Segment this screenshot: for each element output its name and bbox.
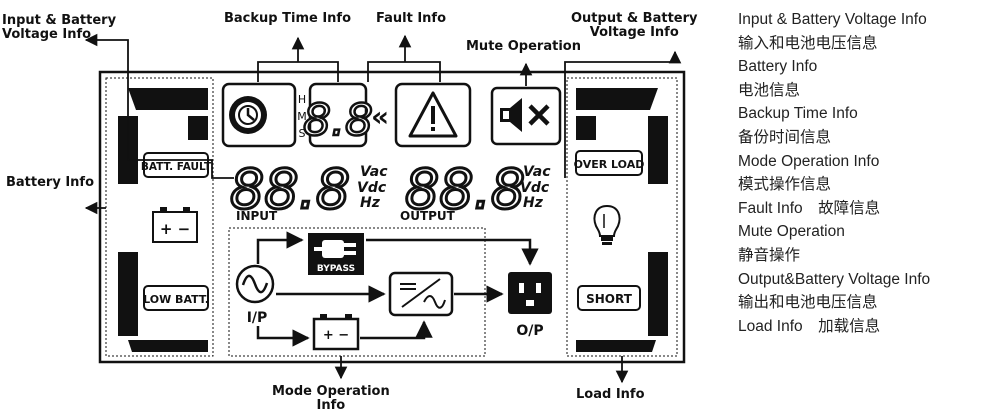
mute-box (490, 86, 562, 146)
load-segment (576, 340, 656, 352)
over-load-box (575, 150, 643, 176)
short-box (577, 285, 641, 311)
callout-line: Voltage Info (2, 27, 92, 42)
fault-box (394, 82, 472, 148)
plug-icon (314, 240, 356, 258)
callout-fault: Fault Info (376, 11, 447, 26)
callout-input-battery-voltage: Input & Battery Voltage Info (2, 14, 116, 42)
outlet-box (508, 272, 552, 314)
load-segment (576, 88, 658, 110)
legend-list: Input & Battery Voltage Info 输入和电池电压信息 B… (738, 8, 983, 338)
unit-seconds: S (299, 127, 306, 140)
left-dotted-region (105, 77, 214, 357)
battery-icon: + − (152, 207, 198, 243)
legend-item: Battery Info (738, 58, 818, 76)
time-digits-box (308, 82, 368, 148)
over-load-label: OVER LOAD (574, 158, 645, 171)
legend-item: Input & Battery Voltage Info (738, 11, 927, 28)
load-segment (648, 116, 668, 184)
legend-item: Load Info 加载信息 (738, 317, 881, 335)
callout-output-battery-voltage: Output & Battery Voltage Info (571, 12, 698, 40)
callout-mute-operation: Mute Operation (466, 39, 581, 54)
lcd-outer-frame (98, 70, 686, 364)
input-label: INPUT (236, 209, 278, 223)
clock-icon (229, 96, 267, 134)
legend-item: Fault Info 故障信息 (738, 199, 881, 217)
ac-input-icon (235, 264, 275, 304)
callout-line: Info (316, 398, 346, 413)
legend-item: Mute Operation (738, 223, 845, 241)
legend-item: Mode Operation Info (738, 152, 880, 170)
unit-minutes: M (297, 110, 307, 123)
legend-item: 静音操作 (738, 246, 801, 264)
legend-item: Backup Time Info (738, 105, 858, 123)
callout-mode-operation: Mode Operation Info (272, 385, 390, 413)
output-digits: 88.8 (405, 158, 525, 221)
input-digits: 88.8 (230, 158, 350, 221)
ip-label: I/P (247, 310, 268, 326)
battery-signs: + − (160, 220, 190, 238)
right-load-bar (576, 88, 668, 352)
mode-battery-icon: + − (312, 314, 360, 351)
speaker-mute-icon (500, 98, 550, 132)
battery-segment (128, 340, 208, 352)
output-unit-hz: Hz (523, 195, 544, 211)
unit-hours: H (298, 93, 306, 106)
callout-battery-info: Battery Info (6, 175, 95, 190)
callout-connectors (84, 33, 682, 384)
legend-item: 输入和电池电压信息 (738, 34, 878, 52)
input-unit-vac: Vac (360, 164, 388, 180)
batt-fault-label: BATT. FAULT (141, 161, 212, 173)
bypass-label: BYPASS (317, 264, 355, 274)
callout-line: Input & Battery (2, 13, 117, 28)
short-label: SHORT (586, 292, 633, 306)
callout-load-info: Load Info (576, 387, 645, 402)
time-digits: 8.8 (303, 95, 373, 146)
op-label: O/P (516, 323, 543, 339)
load-segment (648, 252, 668, 336)
inverter-icon (400, 278, 446, 309)
outlet-icon (519, 283, 541, 306)
output-unit-vac: Vac (523, 164, 551, 180)
callout-line: Output & Battery (571, 11, 698, 26)
mode-battery-signs: + − (323, 328, 349, 343)
input-unit-hz: Hz (360, 195, 381, 211)
backup-time-box (221, 82, 297, 148)
legend-item: 备份时间信息 (738, 128, 832, 146)
load-segment (576, 116, 596, 140)
batt-fault-box (143, 152, 209, 178)
legend-item: 电池信息 (738, 81, 801, 99)
chevrons-indicator: « (371, 100, 389, 133)
flow-arrows (256, 231, 539, 347)
callout-line: Mode Operation (272, 384, 390, 399)
battery-segment (188, 116, 208, 140)
output-label: OUTPUT (400, 209, 456, 223)
lightbulb-icon (593, 204, 621, 245)
left-battery-bar (118, 88, 208, 352)
mode-dotted-region (228, 227, 486, 357)
battery-segment (128, 88, 208, 110)
callout-backup-time: Backup Time Info (224, 11, 352, 26)
input-unit-vdc: Vdc (357, 180, 387, 196)
legend-item: 模式操作信息 (738, 176, 832, 194)
legend-item: Output&Battery Voltage Info (738, 270, 931, 288)
warning-icon (408, 91, 458, 138)
output-unit-vdc: Vdc (520, 180, 550, 196)
battery-segment (118, 252, 138, 336)
legend-item: 输出和电池电压信息 (738, 294, 878, 312)
low-batt-box (143, 285, 209, 311)
low-batt-label: LOW BATT. (143, 293, 209, 306)
callout-line: Voltage Info (589, 25, 679, 40)
right-dotted-region (566, 77, 678, 357)
